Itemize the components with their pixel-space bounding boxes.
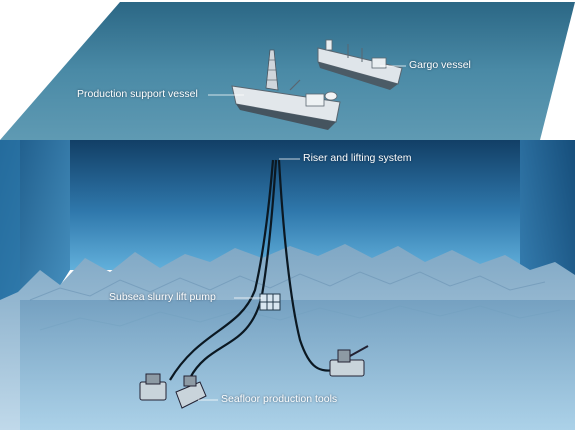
riser-line-1	[169, 159, 275, 381]
cargo-vessel	[317, 39, 403, 90]
seafloor-ridges	[29, 271, 546, 301]
label-subsea-slurry-lift-pump: Subsea slurry lift pump	[109, 291, 216, 303]
seafloor-front-edge	[20, 300, 575, 430]
label-seafloor-production-tools: Seafloor production tools	[221, 393, 338, 405]
tool-crawler-1	[139, 373, 167, 401]
production-support-vessel	[231, 49, 341, 130]
label-production-support-vessel: Production support vessel	[77, 88, 198, 100]
drill-derrick	[265, 49, 279, 91]
tool-crawler-3	[329, 345, 369, 377]
label-cargo-vessel: Gargo vessel	[409, 59, 471, 71]
seafloor-production-tools	[139, 345, 369, 409]
sea-surface	[0, 2, 575, 140]
subsea-slurry-lift-pump	[259, 293, 281, 311]
leader-lines	[198, 65, 406, 401]
riser-line-3	[277, 159, 337, 372]
tool-crawler-2	[175, 375, 207, 409]
water-back-panel	[70, 140, 520, 270]
label-riser-lifting-system: Riser and lifting system	[303, 152, 412, 164]
